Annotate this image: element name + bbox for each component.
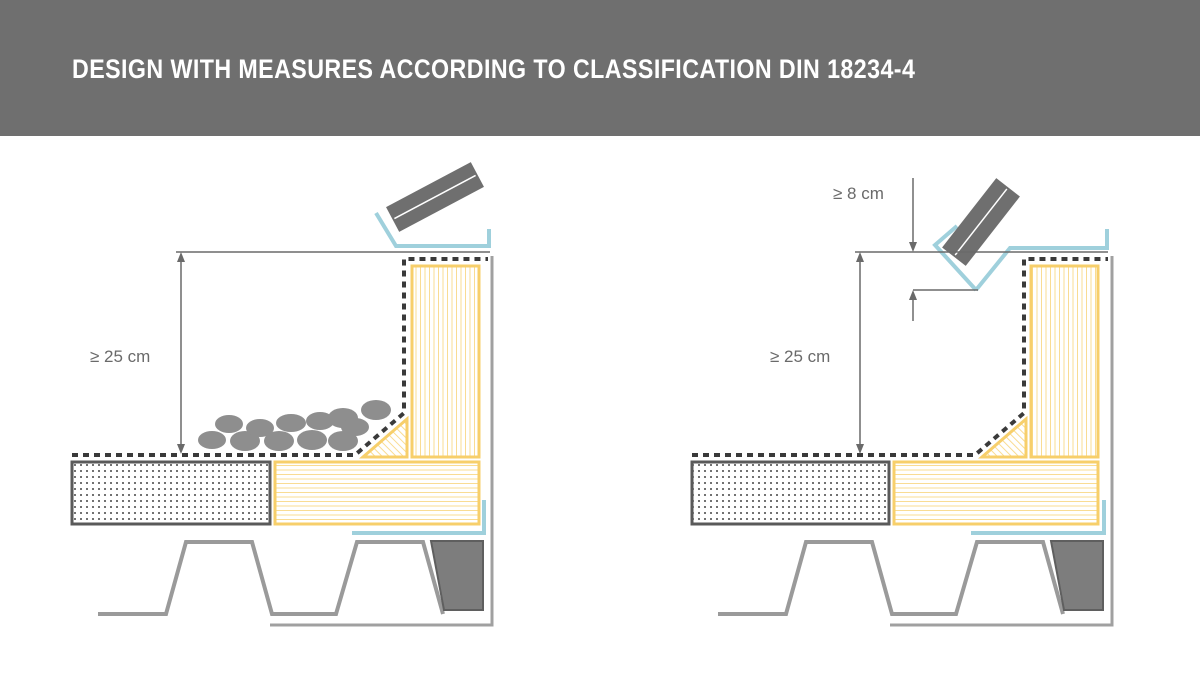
- page-title: DESIGN WITH MEASURES ACCORDING TO CLASSI…: [72, 54, 916, 84]
- right-wall-edge-line: [890, 256, 1114, 627]
- left-dimension-arrow-down: [177, 444, 185, 454]
- left-wall-block: [429, 540, 484, 611]
- right-trapezoidal-deck: [718, 540, 1065, 616]
- left-coping-profile: [386, 162, 484, 232]
- header-bar: DESIGN WITH MEASURES ACCORDING TO CLASSI…: [0, 0, 1200, 136]
- right-coping-profile: [942, 178, 1020, 266]
- left-insulation-horizontal: [273, 460, 481, 526]
- right-dimension-small-arrow-down: [909, 242, 917, 252]
- right-dimension-small-arrow-up: [909, 290, 917, 300]
- left-concrete-slab: [70, 460, 272, 526]
- left-insulation-upstand: [410, 264, 481, 459]
- right-concrete-slab: [690, 460, 891, 526]
- left-gravel-ballast: [198, 400, 391, 451]
- left-wall-edge-line: [270, 256, 494, 627]
- left-flashing-bottom: [352, 500, 486, 535]
- right-wall-block: [1049, 540, 1104, 611]
- left-detail: ≥ 25 cm: [70, 162, 494, 627]
- right-dimension-label-top: ≥ 8 cm: [833, 184, 884, 203]
- right-coping-flashing-upper: [974, 229, 1109, 292]
- right-insulation-upstand: [1029, 264, 1100, 459]
- left-membrane-line: [72, 257, 488, 457]
- right-insulation-horizontal: [892, 460, 1100, 526]
- right-flashing-bottom: [971, 500, 1106, 535]
- right-membrane-line: [692, 257, 1108, 457]
- right-detail: ≥ 25 cm ≥ 8 cm: [690, 178, 1114, 627]
- right-coping-flashing: [932, 224, 978, 292]
- left-trapezoidal-deck: [98, 540, 445, 616]
- right-insulation-wedge: [977, 415, 1028, 459]
- left-insulation-wedge: [358, 415, 409, 459]
- left-dimension-arrow-up: [177, 252, 185, 262]
- right-dimension-arrow-up: [856, 252, 864, 262]
- left-coping-flashing: [374, 211, 491, 248]
- right-dimension-arrow-down: [856, 444, 864, 454]
- left-dimension-label: ≥ 25 cm: [90, 347, 150, 366]
- right-dimension-label-main: ≥ 25 cm: [770, 347, 830, 366]
